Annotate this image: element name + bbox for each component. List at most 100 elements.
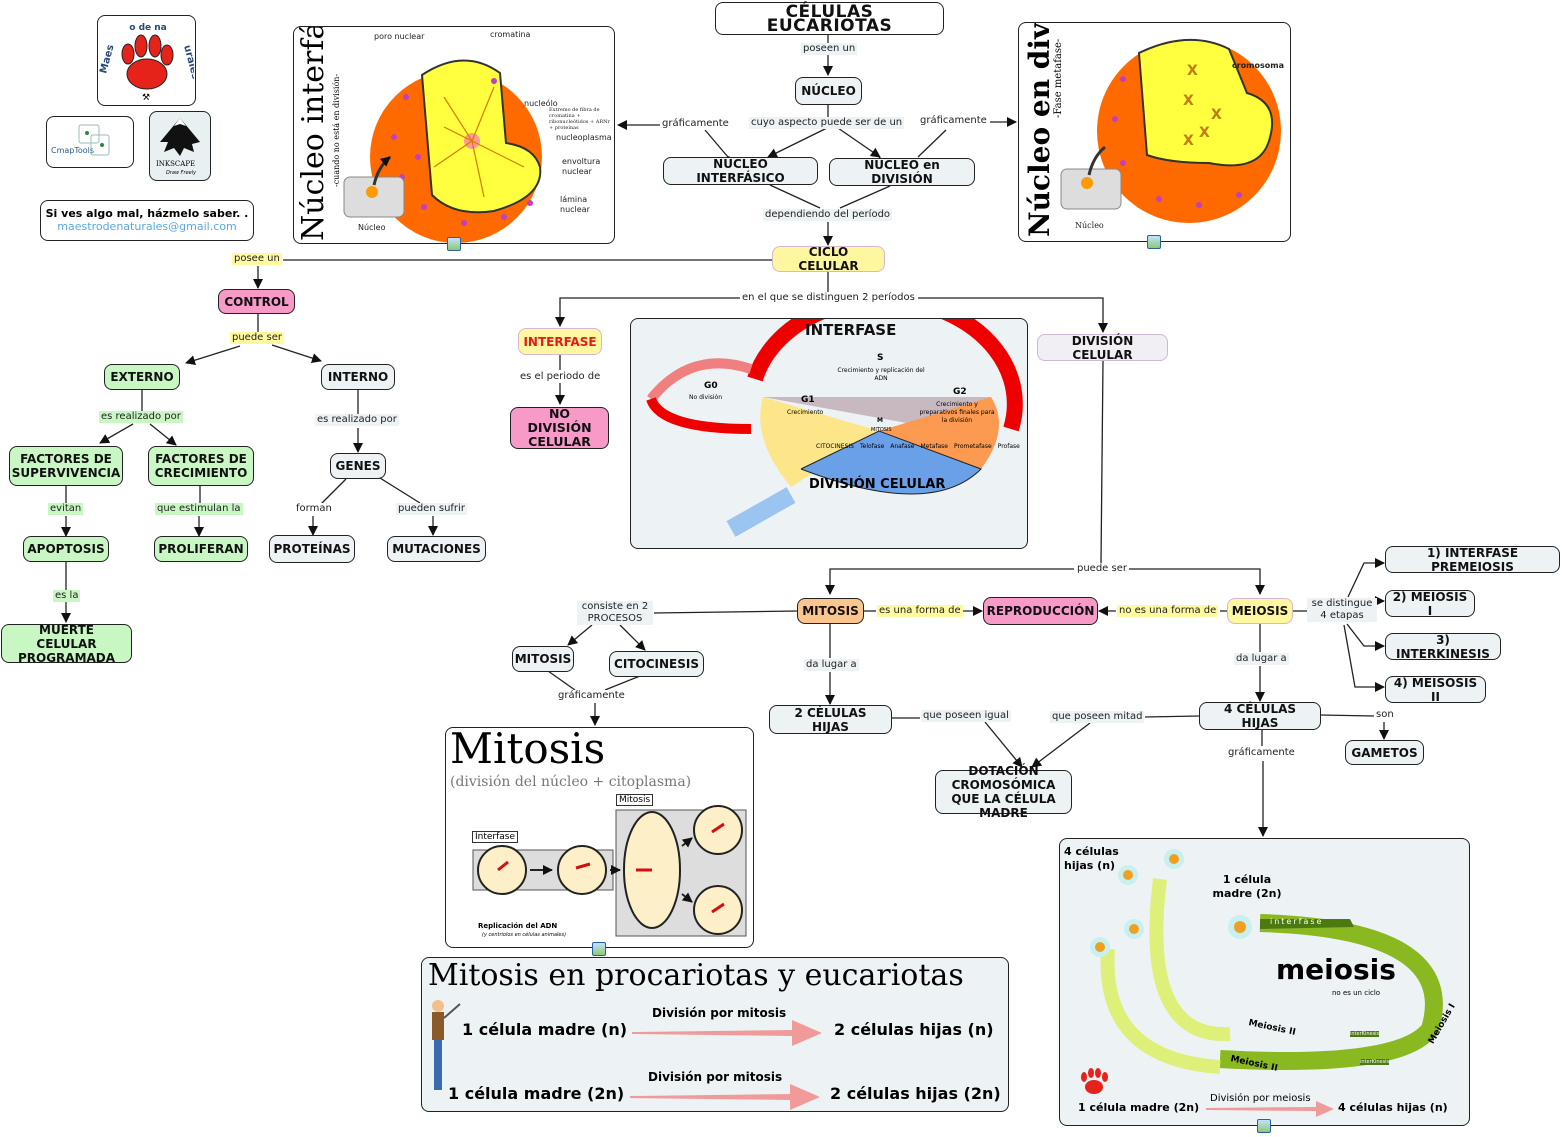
node-muerte-celular[interactable]: MUERTE CELULAR PROGRAMADA xyxy=(1,623,132,665)
procariotas-title: Mitosis en procariotas y eucariotas xyxy=(428,958,964,993)
row2-from: 1 célula madre (2n) xyxy=(448,1084,625,1103)
svg-text:X: X xyxy=(1183,133,1194,149)
dividing-nucleus-illustration: XXX XX xyxy=(1060,39,1281,223)
svg-text:X: X xyxy=(1187,63,1198,79)
node-etapa-3[interactable]: 3) INTERKINESIS xyxy=(1385,633,1501,661)
node-dotacion-cromosomica[interactable]: DOTACIÓN CROMOSÓMICA QUE LA CÉLULA MADRE xyxy=(935,764,1072,820)
node-label: MITOSIS xyxy=(514,652,572,666)
cmaptools-label: CmapTools xyxy=(51,146,95,155)
link-label: pueden sufrir xyxy=(396,503,467,515)
paw-logo-icon xyxy=(1081,1068,1108,1094)
inkscape-label: INKSCAPE xyxy=(156,160,196,168)
node-reproduccion[interactable]: REPRODUCCIÓN xyxy=(983,597,1098,625)
image-meiosis: 4 células hijas (n) 1 célula madre (2n) … xyxy=(1059,838,1470,1126)
link-label: posee un xyxy=(232,253,282,265)
image-link-icon[interactable] xyxy=(447,237,461,251)
link-label: gráficamente xyxy=(556,690,627,702)
row2-arrow-icon xyxy=(630,1084,820,1110)
node-label: GENES xyxy=(335,459,381,473)
meiosis-diagram xyxy=(1090,849,1443,1074)
image-link-icon[interactable] xyxy=(1257,1119,1271,1133)
node-proliferan[interactable]: PROLIFERAN xyxy=(154,536,248,562)
node-nucleo-division[interactable]: NÚCLEO en DIVISIÓN xyxy=(829,158,975,186)
node-proteinas[interactable]: PROTEÍNAS xyxy=(269,535,355,563)
meiosis-bottom-to: 4 células hijas (n) xyxy=(1338,1101,1448,1114)
phase-m: M xyxy=(877,417,883,424)
node-meiosis[interactable]: MEIOSIS xyxy=(1227,598,1293,624)
node-ciclo-celular[interactable]: CICLO CELULAR xyxy=(772,245,885,273)
paw-logo-icon: Maes o de na urales ⚒ xyxy=(98,23,195,103)
meiosis-bottom-arrow-label: División por meiosis xyxy=(1210,1093,1311,1104)
phase-s-title: S xyxy=(877,353,884,363)
image-ciclo-celular: INTERFASE S Crecimiento y replicación de… xyxy=(630,318,1028,549)
mitosis-diagram xyxy=(472,805,747,937)
node-label: INTERFASE xyxy=(523,334,597,349)
node-label: REPRODUCCIÓN xyxy=(986,604,1095,618)
meiosis-hijas-label: 4 células hijas (n) xyxy=(1064,845,1119,872)
node-mutaciones[interactable]: MUTACIONES xyxy=(387,536,486,562)
node-control[interactable]: CONTROL xyxy=(218,289,295,314)
meiosis-title: meiosis xyxy=(1276,953,1396,986)
node-externo[interactable]: EXTERNO xyxy=(104,364,180,390)
cmaptools-logo[interactable]: CmapTools xyxy=(46,116,134,168)
link-label: puede ser xyxy=(230,332,284,344)
feedback-email-link[interactable]: maestrodenaturales@gmail.com xyxy=(57,220,237,233)
phase-s-desc: Crecimiento y replicación del ADN xyxy=(837,367,925,382)
node-label: FACTORES DE CRECIMIENTO xyxy=(154,452,248,480)
node-interno[interactable]: INTERNO xyxy=(321,364,395,390)
node-citocinesis[interactable]: CITOCINESIS xyxy=(609,651,704,677)
node-nucleo-interfasico[interactable]: NÚCLEO INTERFÁSICO xyxy=(663,157,818,185)
node-label: NÚCLEO INTERFÁSICO xyxy=(696,157,785,185)
node-factores-supervivencia[interactable]: FACTORES DE SUPERVIVENCIA xyxy=(9,446,123,486)
node-factores-crecimiento[interactable]: FACTORES DE CRECIMIENTO xyxy=(148,446,254,486)
image-link-icon[interactable] xyxy=(1147,235,1161,249)
node-etapa-2[interactable]: 2) MEIOSIS I xyxy=(1385,590,1475,618)
cell-caption: Núcleo xyxy=(1075,221,1104,230)
node-label: 4) MEISOSIS II xyxy=(1393,675,1478,704)
phase-item: Prometafase xyxy=(953,443,992,450)
node-interfase[interactable]: INTERFASE xyxy=(518,328,602,355)
svg-text:⚒: ⚒ xyxy=(142,93,150,103)
label-cromatina: cromatina xyxy=(490,30,531,39)
node-nucleo[interactable]: NÚCLEO xyxy=(795,77,862,105)
node-label: DOTACIÓN CROMOSÓMICA QUE LA CÉLULA MADRE xyxy=(951,764,1056,820)
node-genes[interactable]: GENES xyxy=(330,453,386,479)
svg-text:urales: urales xyxy=(181,44,194,81)
meiosis-subtitle: no es un ciclo xyxy=(1332,989,1381,997)
node-apoptosis[interactable]: APOPTOSIS xyxy=(23,536,109,562)
phase-item: Profase xyxy=(997,443,1020,450)
row1-to: 2 células hijas (n) xyxy=(834,1020,994,1039)
phase-g0-title: G0 xyxy=(704,381,718,391)
phase-item: Metafase xyxy=(920,443,948,450)
node-4-celulas-hijas[interactable]: 4 CÉLULAS HIJAS xyxy=(1199,702,1321,730)
node-no-division-celular[interactable]: NO DIVISIÓN CELULAR xyxy=(510,407,609,449)
link-label: es la xyxy=(53,590,81,602)
box-label-mitosis: Mitosis xyxy=(616,794,654,806)
node-label: CITOCINESIS xyxy=(614,657,699,671)
node-2-celulas-hijas[interactable]: 2 CÉLULAS HIJAS xyxy=(769,705,892,734)
link-label: forman xyxy=(294,503,334,515)
box-label-interfase: Interfase xyxy=(472,831,519,843)
image-link-icon[interactable] xyxy=(592,942,606,956)
image-nucleo-interfasico: Núcleo interfásico -cuando no está en di… xyxy=(293,26,615,244)
node-etapa-1[interactable]: 1) INTERFASE PREMEIOSIS xyxy=(1385,546,1560,574)
svg-text:Maes: Maes xyxy=(98,43,116,74)
node-celulas-eucariotas[interactable]: CÉLULAS EUCARIOTAS xyxy=(715,2,944,35)
logo-maestro-naturales: Maes o de na urales ⚒ xyxy=(97,15,196,106)
node-mitosis-proceso[interactable]: MITOSIS xyxy=(512,646,574,672)
link-label: gráficamente xyxy=(918,115,989,127)
node-division-celular[interactable]: DIVISIÓN CELULAR xyxy=(1037,334,1168,362)
link-label: poseen un xyxy=(801,43,858,55)
svg-text:o de na: o de na xyxy=(129,23,166,33)
link-label: cuyo aspecto puede ser de un xyxy=(749,117,905,129)
label-nucleolo: nucleólo xyxy=(524,99,558,108)
node-etapa-4[interactable]: 4) MEISOSIS II xyxy=(1385,675,1486,704)
inkscape-logo[interactable]: INKSCAPE Draw Freely xyxy=(149,111,211,181)
meiosis-interfase-label: interfase xyxy=(1270,917,1324,926)
node-mitosis[interactable]: MITOSIS xyxy=(797,598,864,624)
node-label: NÚCLEO xyxy=(801,84,856,98)
node-label: CÉLULAS EUCARIOTAS xyxy=(766,1,893,36)
node-gametos[interactable]: GAMETOS xyxy=(1345,740,1424,765)
image-mitosis-procariotas-eucariotas: Mitosis en procariotas y eucariotas 1 cé… xyxy=(421,957,1009,1112)
arc-division-celular: DIVISIÓN CELULAR xyxy=(809,477,946,492)
